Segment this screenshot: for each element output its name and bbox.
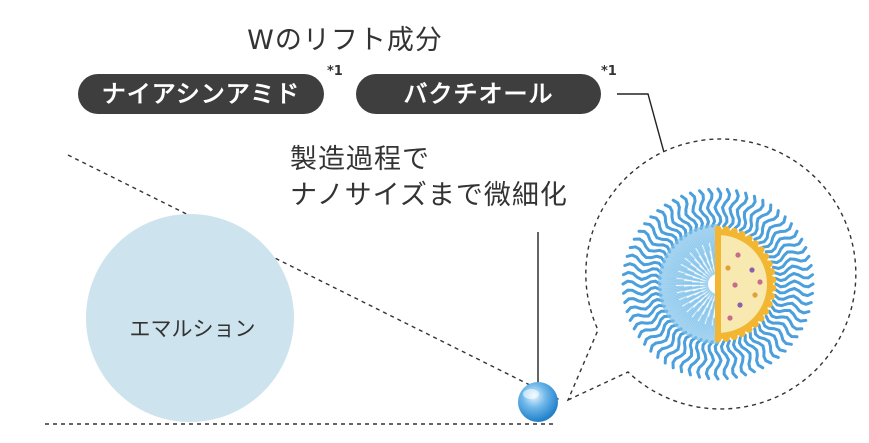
page-title: Wのリフト成分 <box>215 18 475 57</box>
footnote-marker: *1 <box>327 64 343 79</box>
nano-droplet <box>518 382 558 422</box>
core-particle <box>732 282 737 287</box>
micelle-head <box>731 228 738 235</box>
description-line: ナノサイズまで微細化 <box>290 178 568 214</box>
micelle-head <box>731 333 738 340</box>
core-particle <box>725 265 730 270</box>
micelle-head <box>762 253 769 260</box>
micelle-head <box>758 315 765 322</box>
micelle-head <box>768 293 775 300</box>
ingredient-pill-bakuchiol: バクチオール <box>356 74 601 114</box>
micelle-head <box>768 268 775 275</box>
micelle-head <box>769 285 776 292</box>
ingredient-pill-niacinamide: ナイアシンアミド <box>78 74 324 114</box>
core-particle <box>757 279 762 284</box>
core-particle <box>749 267 754 272</box>
core-particle <box>735 252 740 257</box>
core-particle <box>727 315 732 320</box>
micelle-head <box>769 276 776 283</box>
micelle-inner-tail <box>658 286 676 287</box>
core-particle <box>752 292 757 297</box>
micelle-head <box>738 231 745 238</box>
micelle-head <box>758 246 765 253</box>
ingredient-label: バクチオール <box>404 80 554 108</box>
micelle-head <box>738 330 745 337</box>
micelle-head <box>762 308 769 315</box>
footnote-marker: *1 <box>601 64 617 79</box>
micelle-head <box>766 301 773 308</box>
micelle-head <box>746 326 753 333</box>
emulsion-label: エマルション <box>110 313 275 343</box>
micelle-head <box>723 335 730 342</box>
micelle-head <box>715 226 722 233</box>
micelle-head <box>752 240 759 247</box>
micelle-head <box>746 235 753 242</box>
micelle-head <box>723 226 730 233</box>
ingredient-label: ナイアシンアミド <box>102 80 301 108</box>
nano-description: 製造過程で ナノサイズまで微細化 <box>290 142 568 214</box>
micelle-head <box>766 260 773 267</box>
micelle-head <box>752 321 759 328</box>
core-particle <box>737 302 742 307</box>
micelle-head <box>715 336 722 343</box>
description-line: 製造過程で <box>290 142 568 178</box>
